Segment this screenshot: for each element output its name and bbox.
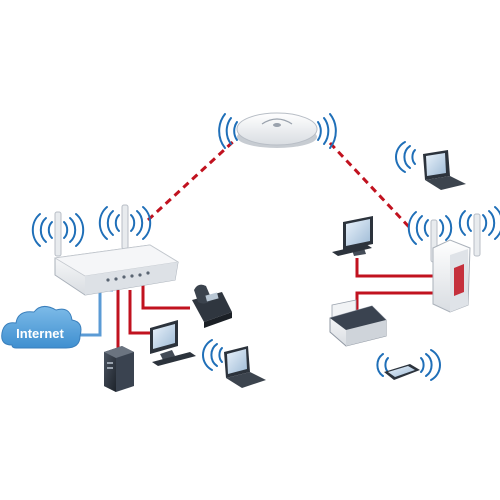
ceiling-ap-icon <box>236 112 318 148</box>
laptop-icon <box>224 346 266 388</box>
wired-link-router-to-phone <box>141 285 190 310</box>
printer-icon <box>329 299 387 347</box>
wifi-signal-icon <box>395 141 416 173</box>
server-icon <box>104 346 134 392</box>
wifi-signal-icon <box>407 211 453 245</box>
phone-icon <box>192 284 232 328</box>
internet-cloud: Internet <box>1 306 82 349</box>
desktop-icon <box>332 216 373 256</box>
access-point-icon <box>430 213 481 313</box>
internet-label: Internet <box>16 326 64 341</box>
laptop-icon <box>423 150 466 190</box>
wifi-signal-icon <box>458 206 500 240</box>
wifi-signal-icon <box>98 206 152 240</box>
signal-waves <box>31 113 500 381</box>
wifi-signal-icon <box>31 213 85 247</box>
router-icon <box>53 204 180 296</box>
wifi-signal-icon <box>218 113 337 149</box>
desktop-icon <box>150 320 196 366</box>
wireless-link-router-to-ceiling-ap <box>146 138 237 222</box>
wifi-signal-icon <box>202 339 223 371</box>
links <box>68 138 433 350</box>
wired-link-access-point-to-desktop-right <box>355 258 433 278</box>
smartphone-icon <box>384 364 420 380</box>
wireless-link-ceiling-ap-to-access-point <box>328 141 412 230</box>
wired-link-access-point-to-printer <box>355 291 433 310</box>
wired-link-router-to-desktop-left <box>128 290 150 335</box>
